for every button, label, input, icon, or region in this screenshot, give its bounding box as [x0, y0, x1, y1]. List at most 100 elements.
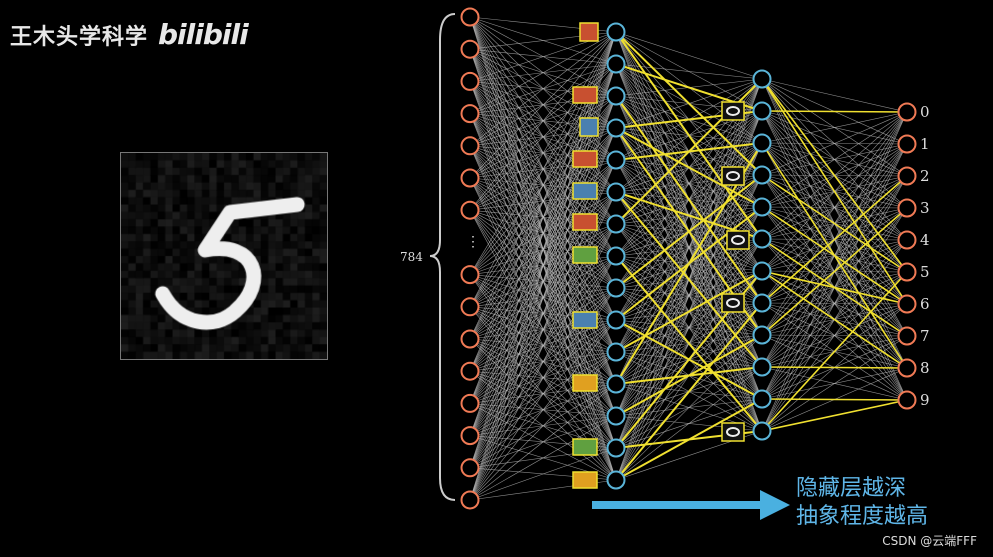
network-node	[752, 101, 772, 121]
connection-edge	[469, 31, 617, 501]
network-node	[460, 393, 480, 413]
network-node	[897, 230, 917, 250]
feature-stroke	[726, 298, 740, 308]
highlighted-edge	[761, 270, 908, 305]
network-node	[752, 421, 772, 441]
feature-box	[579, 117, 599, 137]
network-node	[606, 374, 626, 394]
connection-edge	[761, 111, 908, 304]
feature-box	[572, 471, 598, 489]
highlighted-edge	[615, 174, 763, 289]
network-node	[460, 426, 480, 446]
connection-edge	[469, 31, 617, 275]
output-label: 5	[920, 263, 930, 281]
output-label: 0	[920, 103, 930, 121]
network-node	[897, 134, 917, 154]
network-node	[752, 389, 772, 409]
network-node	[460, 168, 480, 188]
connection-edge	[761, 78, 908, 113]
network-node	[897, 294, 917, 314]
output-label: 1	[920, 135, 930, 153]
connection-edge	[469, 31, 617, 147]
feature-box	[721, 166, 745, 186]
mnist-digit-image	[120, 152, 328, 360]
network-node	[897, 326, 917, 346]
highlighted-edge	[761, 271, 908, 432]
network-node	[606, 438, 626, 458]
highlighted-edge	[615, 255, 763, 432]
network-connections	[469, 16, 908, 501]
highlighted-edge	[615, 270, 763, 353]
feature-box	[726, 230, 750, 250]
caption-line-2: 抽象程度越高	[796, 504, 929, 529]
network-node	[752, 69, 772, 89]
brand-header: 王木头学科学 bilibili	[10, 18, 249, 51]
feature-box	[572, 374, 598, 392]
feature-box	[579, 22, 599, 42]
connection-edge	[469, 319, 617, 501]
highlighted-edge	[615, 95, 763, 304]
output-label: 6	[920, 295, 930, 313]
caption-line-1: 隐藏层越深	[796, 476, 907, 501]
depth-arrow	[592, 490, 790, 520]
highlighted-edge	[761, 398, 908, 401]
feature-box	[721, 101, 745, 121]
network-node	[460, 7, 480, 27]
network-node	[606, 310, 626, 330]
highlighted-edge	[761, 270, 908, 369]
network-node	[897, 198, 917, 218]
network-node	[460, 265, 480, 285]
network-node	[752, 293, 772, 313]
highlighted-edge	[761, 174, 908, 273]
network-node	[460, 200, 480, 220]
connection-edge	[469, 31, 617, 468]
connection-edge	[469, 31, 617, 340]
connection-edge	[469, 191, 617, 501]
network-node	[606, 54, 626, 74]
connection-edge	[761, 111, 908, 144]
network-node	[460, 104, 480, 124]
feature-stroke	[731, 235, 745, 245]
highlighted-edge	[615, 191, 763, 368]
network-node	[460, 136, 480, 156]
feature-box	[572, 150, 598, 168]
output-label: 4	[920, 231, 930, 249]
network-node	[606, 246, 626, 266]
network-node	[460, 329, 480, 349]
highlighted-edge	[615, 398, 763, 481]
connection-edge	[469, 255, 617, 501]
network-node	[460, 297, 480, 317]
input-count-label: 784	[400, 250, 423, 264]
highlighted-edge	[761, 399, 908, 432]
feature-icons	[572, 22, 750, 489]
network-node	[606, 86, 626, 106]
feature-box	[572, 86, 598, 104]
network-node	[752, 133, 772, 153]
connection-edge	[469, 31, 617, 211]
network-node	[606, 278, 626, 298]
highlighted-edge	[615, 302, 763, 481]
network-node	[606, 470, 626, 490]
feature-box	[721, 293, 745, 313]
network-nodes	[460, 7, 917, 510]
network-node	[606, 22, 626, 42]
network-node	[606, 214, 626, 234]
output-label: 7	[920, 327, 930, 345]
network-node	[897, 166, 917, 186]
bilibili-logo: bilibili	[158, 18, 249, 51]
network-node	[897, 390, 917, 410]
highlighted-edge	[761, 206, 908, 305]
network-node	[606, 342, 626, 362]
connection-edge	[469, 447, 617, 501]
network-node	[752, 357, 772, 377]
csdn-credit: CSDN @云端FFF	[882, 534, 977, 548]
feature-box	[572, 311, 598, 329]
connection-edge	[469, 31, 617, 307]
highlighted-edge	[761, 207, 908, 336]
input-layer-brace	[429, 13, 456, 501]
feature-stroke	[726, 106, 740, 116]
feature-stroke	[726, 427, 740, 437]
network-node	[752, 165, 772, 185]
